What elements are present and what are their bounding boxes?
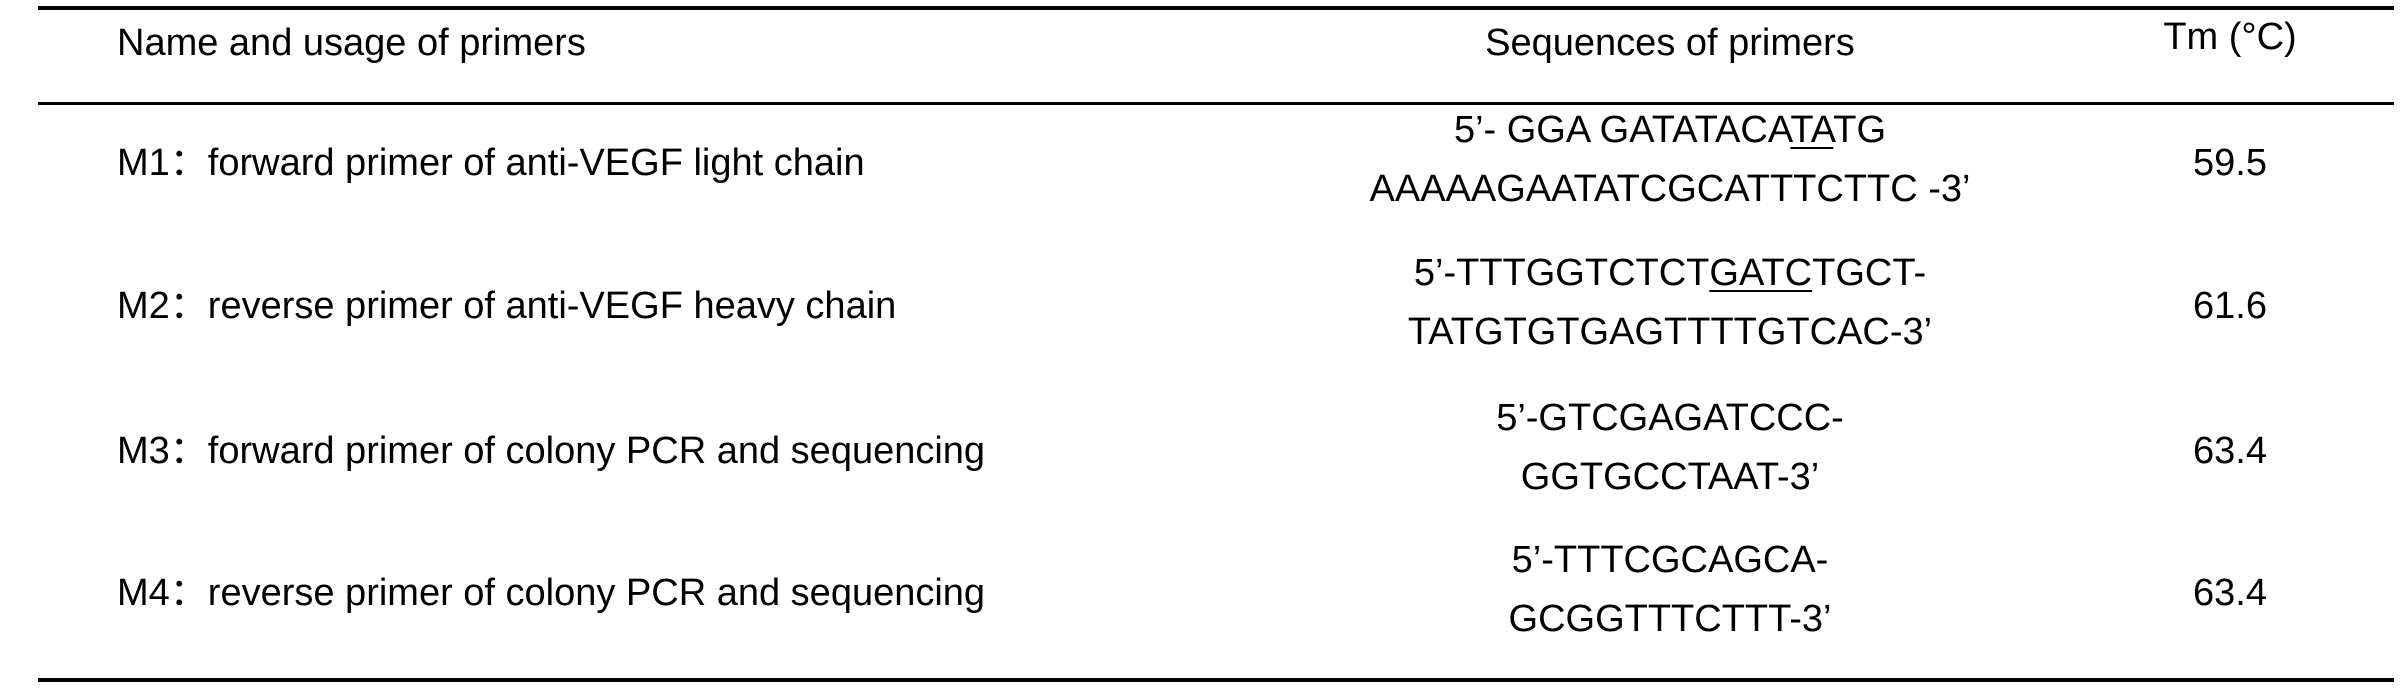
header-name: Name and usage of primers: [117, 22, 586, 64]
table-top-rule: [38, 6, 2394, 10]
primer-name: M4：reverse primer of colony PCR and sequ…: [117, 572, 986, 614]
restriction-site-underlined: TA: [1790, 109, 1834, 151]
sequence-line-1: 5’-TTTGGTCTCTGATCTGCT-: [1170, 251, 2170, 295]
primer-tm: 61.6: [2193, 285, 2267, 327]
sequence-part: TGCT-: [1812, 252, 1927, 294]
sequence-line-2: AAAAAGAATATCGCATTTCTTC -3’: [1369, 168, 1971, 210]
primer-name: M3：forward primer of colony PCR and sequ…: [117, 430, 986, 472]
header-sequence: Sequences of primers: [1485, 22, 1855, 64]
restriction-site-underlined: GATC: [1709, 252, 1813, 294]
sequence-part: 5’- GGA GATATACA: [1453, 109, 1791, 151]
sequence-line-2: GGTGCCTAAT-3’: [1520, 456, 1820, 498]
primer-sequence: 5’-TTTCGCAGCA- GCGGTTTCTTT-3’: [1170, 538, 2170, 641]
sequence-part: 5’-GTCGAGATCCC-: [1496, 397, 1844, 439]
primer-sequence: 5’-TTTGGTCTCTGATCTGCT- TATGTGTGAGTTTTGTC…: [1170, 251, 2170, 354]
table-header-rule: [38, 102, 2394, 105]
primer-name: M2：reverse primer of anti-VEGF heavy cha…: [117, 285, 897, 327]
sequence-part: TG: [1833, 109, 1887, 151]
primer-sequence: 5’- GGA GATATACATATG AAAAAGAATATCGCATTTC…: [1170, 108, 2170, 211]
primer-tm: 63.4: [2193, 572, 2267, 614]
table-bottom-rule: [38, 678, 2394, 682]
header-tm: Tm (°C): [2163, 16, 2297, 58]
sequence-line-1: 5’- GGA GATATACATATG: [1170, 108, 2170, 152]
sequence-line-1: 5’-GTCGAGATCCC-: [1170, 396, 2170, 440]
sequence-line-2: GCGGTTTCTTT-3’: [1508, 598, 1832, 640]
sequence-line-1: 5’-TTTCGCAGCA-: [1170, 538, 2170, 582]
primer-tm: 63.4: [2193, 430, 2267, 472]
sequence-part: 5’-TTTCGCAGCA-: [1511, 539, 1829, 581]
sequence-line-2: TATGTGTGAGTTTTGTCAC-3’: [1407, 311, 1933, 353]
primer-tm: 59.5: [2193, 142, 2267, 184]
primer-sequence: 5’-GTCGAGATCCC- GGTGCCTAAT-3’: [1170, 396, 2170, 499]
sequence-part: 5’-TTTGGTCTCT: [1413, 252, 1710, 294]
primer-name: M1：forward primer of anti-VEGF light cha…: [117, 142, 865, 184]
